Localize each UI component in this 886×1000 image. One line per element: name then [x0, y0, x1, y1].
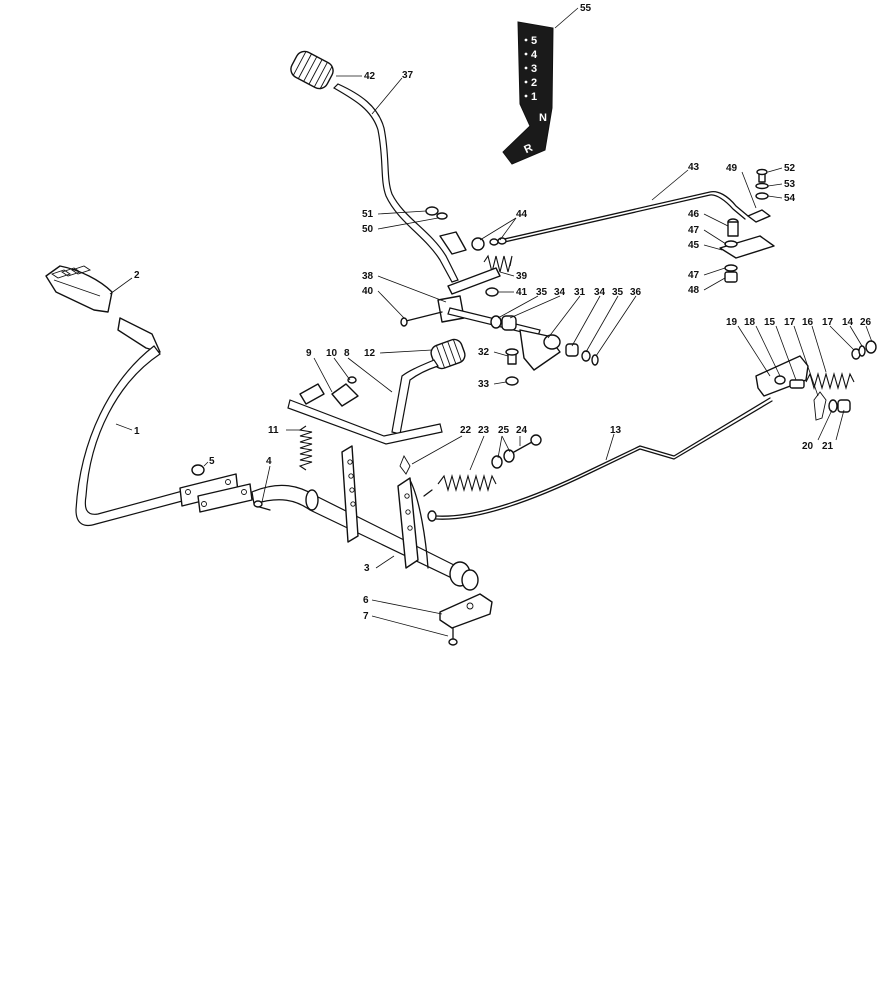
callout-20: 20 [802, 441, 814, 452]
callout-37: 37 [402, 70, 414, 81]
callout-41: 41 [516, 287, 528, 298]
callout-9: 9 [306, 348, 312, 359]
callout-22: 22 [460, 425, 472, 436]
callout-16: 16 [802, 317, 814, 328]
gear-label-4: 4 [531, 49, 538, 61]
callout-18: 18 [744, 317, 756, 328]
callout-44: 44 [516, 209, 528, 220]
callout-8: 8 [344, 348, 350, 359]
callout-46: 46 [688, 209, 700, 220]
lever-pivot-block [425, 206, 513, 295]
main-cross-shaft [251, 445, 479, 591]
pedal-pad [45, 265, 161, 353]
callout-35a: 35 [536, 287, 548, 298]
callout-45: 45 [688, 240, 700, 251]
callout-52: 52 [784, 163, 796, 174]
callout-1: 1 [134, 426, 140, 437]
callout-19: 19 [726, 317, 738, 328]
callout-47b: 47 [688, 270, 700, 281]
callout-26: 26 [860, 317, 872, 328]
gear-label-3: 3 [531, 63, 537, 75]
callout-39: 39 [516, 271, 528, 282]
gear-knob [290, 50, 334, 90]
callout-11: 11 [268, 425, 279, 436]
callout-25: 25 [498, 425, 510, 436]
callout-10: 10 [326, 348, 338, 359]
callout-17a: 17 [784, 317, 796, 328]
bottom-bracket [439, 593, 493, 646]
callout-54: 54 [784, 193, 796, 204]
upper-linkage-rod [499, 190, 771, 244]
callout-36: 36 [630, 287, 642, 298]
callout-4: 4 [266, 456, 272, 467]
callout-42: 42 [364, 71, 376, 82]
callout-55: 55 [580, 3, 592, 14]
small-springs [298, 425, 542, 497]
long-rear-rod [427, 397, 773, 522]
callout-49: 49 [726, 163, 738, 174]
callout-53: 53 [784, 179, 796, 190]
callout-50: 50 [362, 224, 374, 235]
pedal-lever-arm [75, 345, 253, 527]
callout-6: 6 [363, 595, 369, 606]
callout-2: 2 [134, 270, 140, 281]
callout-24: 24 [516, 425, 528, 436]
drive-pedal [287, 338, 466, 445]
callout-13: 13 [610, 425, 622, 436]
callout-51: 51 [362, 209, 374, 220]
right-bracket-assembly [719, 168, 775, 283]
callout-32: 32 [478, 347, 490, 358]
gear-label-n: N [539, 112, 547, 124]
gear-label-1: 1 [531, 91, 537, 103]
gear-selector-plate: 5 4 3 2 1 N R [502, 21, 554, 165]
callout-3: 3 [364, 563, 370, 574]
callout-48: 48 [688, 285, 700, 296]
pivot-shaft-assembly [400, 287, 599, 386]
callout-21: 21 [822, 441, 834, 452]
callout-31: 31 [574, 287, 586, 298]
callout-12: 12 [364, 348, 376, 359]
callout-40: 40 [362, 286, 374, 297]
callout-33: 33 [478, 379, 490, 390]
gear-label-5: 5 [531, 35, 537, 47]
callout-17b: 17 [822, 317, 834, 328]
callout-7: 7 [363, 611, 369, 622]
gear-lever [333, 83, 459, 283]
rear-spring-assembly [755, 340, 877, 421]
callout-15: 15 [764, 317, 776, 328]
callout-34a: 34 [554, 287, 566, 298]
callout-5: 5 [209, 456, 215, 467]
callout-47a: 47 [688, 225, 700, 236]
callout-34b: 34 [594, 287, 606, 298]
callout-43: 43 [688, 162, 700, 173]
callout-14: 14 [842, 317, 854, 328]
callout-38: 38 [362, 271, 374, 282]
callouts: 55 42 37 43 49 52 53 54 51 50 44 46 47 4… [109, 3, 873, 637]
callout-35b: 35 [612, 287, 624, 298]
callout-23: 23 [478, 425, 490, 436]
gear-label-2: 2 [531, 77, 537, 89]
